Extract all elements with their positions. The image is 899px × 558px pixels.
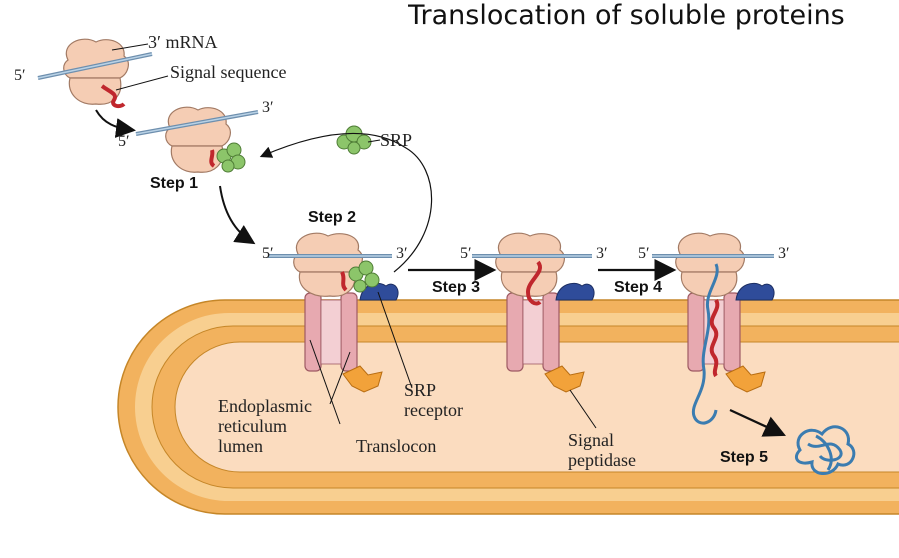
srp-label: SRP (380, 130, 412, 150)
mrna-label: 3′ mRNA (148, 32, 217, 52)
translocon-label: Translocon (356, 436, 436, 456)
five-prime-label: 5′ (118, 133, 130, 150)
five-prime-label: 5′ (638, 245, 650, 262)
signal-sequence (525, 260, 542, 306)
folded-protein (795, 425, 856, 475)
ribosome (63, 38, 129, 105)
three-prime-label: 3′ (778, 245, 790, 262)
slide-title: Translocation of soluble proteins (408, 0, 845, 31)
step-5-label: Step 5 (720, 449, 768, 466)
er-lumen-label-line1: Endoplasmic (218, 396, 312, 416)
signal-sequence-label: Signal sequence (170, 62, 286, 82)
translocon-channel (506, 292, 560, 372)
signal-peptidase (725, 365, 766, 393)
srp-particle (336, 125, 372, 155)
ribosome (293, 232, 363, 297)
step-4-label: Step 4 (614, 279, 662, 296)
translocon-channel (687, 292, 741, 372)
three-prime-label: 3′ (396, 245, 408, 262)
srp-particle (348, 260, 380, 293)
three-prime-label: 3′ (596, 245, 608, 262)
step-3-label: Step 3 (432, 279, 480, 296)
signal-sequence (709, 298, 720, 378)
ribosome (675, 232, 745, 297)
translocon-channel (304, 292, 358, 372)
three-prime-label: 3′ (262, 99, 274, 116)
srp-recycle-arrow (259, 132, 433, 273)
five-prime-label: 5′ (14, 67, 26, 84)
ribosome (165, 106, 231, 173)
srp-receptor (555, 282, 595, 301)
signal-peptidase (544, 365, 585, 393)
er-lumen-label-line2: reticulum (218, 416, 287, 436)
srp-particle (216, 142, 246, 173)
signal-peptidase-label-line2: peptidase (568, 450, 636, 470)
arrow-to-step1 (95, 109, 136, 138)
five-prime-label: 5′ (262, 245, 274, 262)
step-2-label: Step 2 (308, 209, 356, 226)
er-lumen-label-line3: lumen (218, 436, 263, 456)
signal-sequence (340, 271, 348, 292)
leader-lines (111, 43, 597, 429)
signal-sequence (209, 149, 216, 168)
signal-peptidase (342, 365, 383, 393)
signal-sequence (100, 84, 126, 109)
polypeptide-chain (691, 263, 719, 425)
step-1-label: Step 1 (150, 175, 198, 192)
signal-peptidase-label-line1: Signal (568, 430, 614, 450)
five-prime-label: 5′ (460, 245, 472, 262)
srp-receptor (735, 282, 775, 301)
srp-receptor-label-line2: receptor (404, 400, 463, 420)
arrow-step4-to-step5 (729, 409, 786, 437)
srp-receptor-label-line1: SRP (404, 380, 436, 400)
arrow-step1-to-step2 (219, 185, 256, 245)
